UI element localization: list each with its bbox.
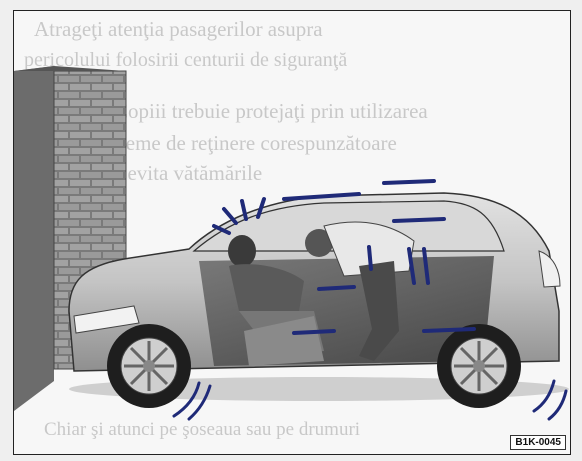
- front-wheel: [107, 324, 191, 408]
- crash-illustration: [14, 11, 570, 454]
- rear-wheel: [437, 324, 521, 408]
- figure-code: B1K-0045: [510, 435, 566, 450]
- illustration-frame: Atrageţi atenţia pasagerilor asupra peri…: [13, 10, 571, 455]
